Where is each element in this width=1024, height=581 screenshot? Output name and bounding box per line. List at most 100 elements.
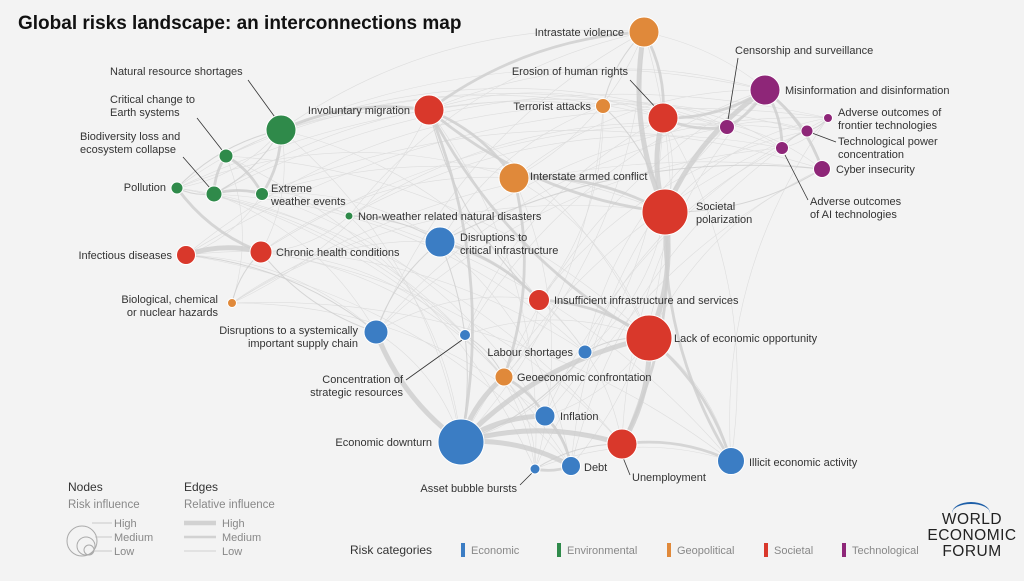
- node-unemployment[interactable]: [606, 428, 638, 460]
- background-edge: [428, 68, 766, 111]
- edge-unemployment-illicit-economic: [620, 440, 733, 463]
- background-edge: [225, 155, 243, 304]
- node-supply-chain[interactable]: [363, 319, 389, 345]
- legend-edge-high-label: High: [222, 518, 245, 530]
- node-cyber-insecurity[interactable]: [813, 160, 831, 178]
- label-inflation: Inflation: [560, 411, 599, 423]
- background-edge: [260, 176, 515, 253]
- background-edge: [231, 205, 666, 304]
- label-cyber-insecurity: Cyber insecurity: [836, 164, 915, 176]
- edge-involuntary-migration-intrastate-violence: [427, 30, 646, 112]
- background-edge: [261, 130, 823, 195]
- node-economic-downturn[interactable]: [437, 418, 485, 466]
- node-intrastate-violence[interactable]: [628, 16, 660, 48]
- page-title: Global risks landscape: an interconnecti…: [18, 13, 462, 34]
- node-labour-shortages[interactable]: [577, 344, 593, 360]
- node-lack-economic-opportunity[interactable]: [625, 314, 673, 362]
- label-involuntary-migration: Involuntary migration: [308, 105, 410, 117]
- background-edge: [261, 165, 666, 213]
- edge-illicit-economic-societal-polarization: [663, 210, 733, 463]
- background-edge: [348, 215, 462, 443]
- edge-natural-resource-shortages-involuntary-migration: [279, 105, 431, 132]
- legend-edge-medium-label: Medium: [222, 532, 261, 544]
- node-geoeconomic-confrontation[interactable]: [494, 367, 514, 387]
- edge-insufficient-infrastructure-involuntary-migration: [428, 109, 540, 301]
- node-pollution[interactable]: [170, 181, 184, 195]
- node-natural-resource-shortages[interactable]: [265, 114, 297, 146]
- background-edge: [231, 302, 546, 417]
- node-involuntary-migration[interactable]: [413, 94, 445, 126]
- node-critical-change-earth[interactable]: [218, 148, 234, 164]
- node-terrorist-attacks[interactable]: [595, 98, 611, 114]
- node-asset-bubble[interactable]: [529, 463, 541, 475]
- leader-strategic-resources: [405, 339, 463, 381]
- leader-critical-change-earth: [196, 117, 223, 151]
- background-edge: [280, 129, 462, 443]
- node-erosion-human-rights[interactable]: [647, 102, 679, 134]
- node-infectious-diseases[interactable]: [176, 245, 196, 265]
- edge-involuntary-migration-economic-downturn: [427, 108, 474, 444]
- edge-critical-infrastructure-cyber-insecurity: [439, 164, 823, 243]
- label-erosion-human-rights: Erosion of human rights: [512, 66, 629, 78]
- node-ai-tech[interactable]: [775, 141, 789, 155]
- background-edge: [513, 177, 650, 339]
- legend-node-high-label: High: [114, 518, 137, 530]
- background-edge: [538, 105, 604, 301]
- node-societal-polarization[interactable]: [641, 188, 689, 236]
- node-strategic-resources[interactable]: [459, 329, 471, 341]
- label-pollution: Pollution: [124, 182, 166, 194]
- node-insufficient-infrastructure[interactable]: [528, 289, 550, 311]
- legend-category-environmental: Environmental: [567, 545, 637, 557]
- node-biodiversity-loss[interactable]: [205, 185, 223, 203]
- legend: Nodes Risk influence High Medium Low Edg…: [66, 480, 919, 558]
- leader-ai-tech: [784, 154, 809, 201]
- label-debt: Debt: [584, 462, 607, 474]
- node-interstate-conflict[interactable]: [498, 162, 530, 194]
- edge-economic-downturn-lack-economic-opportunity: [458, 335, 652, 445]
- label-geoeconomic-confrontation: Geoeconomic confrontation: [517, 372, 652, 384]
- legend-category-technological: Technological: [852, 545, 919, 557]
- node-illicit-economic[interactable]: [717, 447, 745, 475]
- legend-edge-low-label: Low: [222, 546, 242, 558]
- node-chronic-health[interactable]: [249, 240, 273, 264]
- node-inflation[interactable]: [534, 405, 556, 427]
- background-edge: [534, 168, 823, 470]
- background-edge: [439, 117, 829, 243]
- background-edge: [375, 31, 645, 333]
- edge-infectious-diseases-supply-chain: [185, 254, 377, 333]
- node-debt[interactable]: [561, 456, 581, 476]
- background-edge: [176, 152, 515, 189]
- wef-logo-line3: FORUM: [942, 543, 1002, 560]
- node-bio-chem-nuclear[interactable]: [227, 298, 237, 308]
- node-tech-power[interactable]: [800, 124, 814, 138]
- legend-nodes-title: Nodes: [68, 480, 103, 494]
- label-terrorist-attacks: Terrorist attacks: [513, 101, 591, 113]
- background-edge: [570, 147, 783, 467]
- background-edge: [231, 302, 732, 462]
- background-edge: [185, 254, 377, 333]
- node-non-weather-disasters[interactable]: [344, 211, 354, 221]
- node-frontier-tech[interactable]: [823, 113, 833, 123]
- legend-category-economic: Economic: [471, 545, 520, 557]
- wef-logo: WORLD ECONOMIC FORUM: [922, 502, 1022, 560]
- legend-swatch-technological: [842, 543, 846, 557]
- label-censorship: Censorship and surveillance: [735, 45, 873, 57]
- background-edge: [503, 89, 766, 378]
- background-edge: [176, 187, 623, 445]
- node-critical-infrastructure[interactable]: [424, 226, 456, 258]
- legend-node-medium-label: Medium: [114, 532, 153, 544]
- edge-critical-infrastructure-economic-downturn: [439, 241, 468, 443]
- background-edge: [261, 193, 732, 462]
- node-misinformation[interactable]: [749, 74, 781, 106]
- background-edge: [428, 92, 664, 119]
- leader-erosion-human-rights: [629, 79, 659, 111]
- node-extreme-weather[interactable]: [255, 187, 269, 201]
- node-censorship[interactable]: [719, 119, 735, 135]
